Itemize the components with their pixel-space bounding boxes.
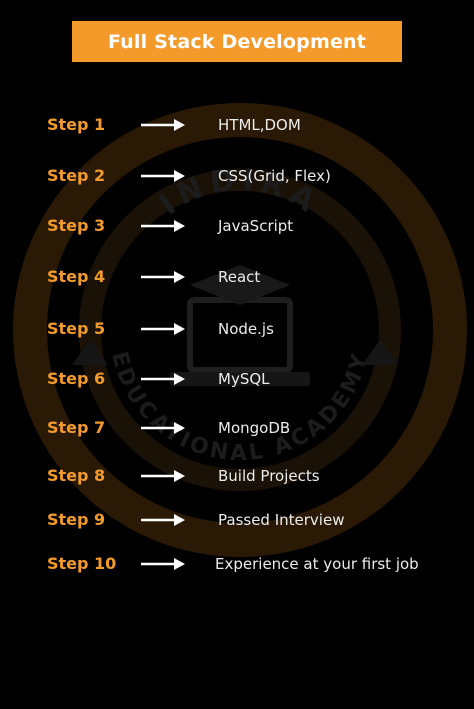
step-row: Step 9 Passed Interview [0,505,474,535]
step-description: MongoDB [218,419,291,437]
step-row: Step 7 MongoDB [0,413,474,443]
step-description: HTML,DOM [218,116,301,134]
right-arrow-icon [141,373,185,385]
step-label: Step 8 [47,466,106,485]
step-label: Step 1 [47,115,106,134]
right-arrow-icon [141,271,185,283]
right-arrow-icon [141,220,185,232]
step-row: Step 8 Build Projects [0,461,474,491]
step-label: Step 6 [47,369,106,388]
step-description: React [218,268,261,286]
step-row: Step 10 Experience at your first job [0,549,474,579]
step-row: Step 4 React [0,262,474,292]
step-label: Step 4 [47,267,106,286]
step-label: Step 9 [47,510,106,529]
step-description: Passed Interview [218,511,345,529]
right-arrow-icon [141,514,185,526]
step-description: Node.js [218,320,274,338]
step-description: Experience at your first job [215,555,419,573]
step-label: Step 5 [47,319,106,338]
right-arrow-icon [141,119,185,131]
step-row: Step 6 MySQL [0,364,474,394]
step-row: Step 2 CSS(Grid, Flex) [0,161,474,191]
step-description: MySQL [218,370,270,388]
step-description: Build Projects [218,467,320,485]
step-description: CSS(Grid, Flex) [218,167,331,185]
right-arrow-icon [141,170,185,182]
right-arrow-icon [141,323,185,335]
page-title: Full Stack Development [72,21,402,62]
step-row: Step 5 Node.js [0,314,474,344]
step-label: Step 2 [47,166,106,185]
right-arrow-icon [141,558,185,570]
right-arrow-icon [141,470,185,482]
step-label: Step 10 [47,554,117,573]
step-description: JavaScript [218,217,294,235]
right-arrow-icon [141,422,185,434]
step-row: Step 1 HTML,DOM [0,110,474,140]
step-label: Step 3 [47,216,106,235]
step-label: Step 7 [47,418,106,437]
step-row: Step 3 JavaScript [0,211,474,241]
